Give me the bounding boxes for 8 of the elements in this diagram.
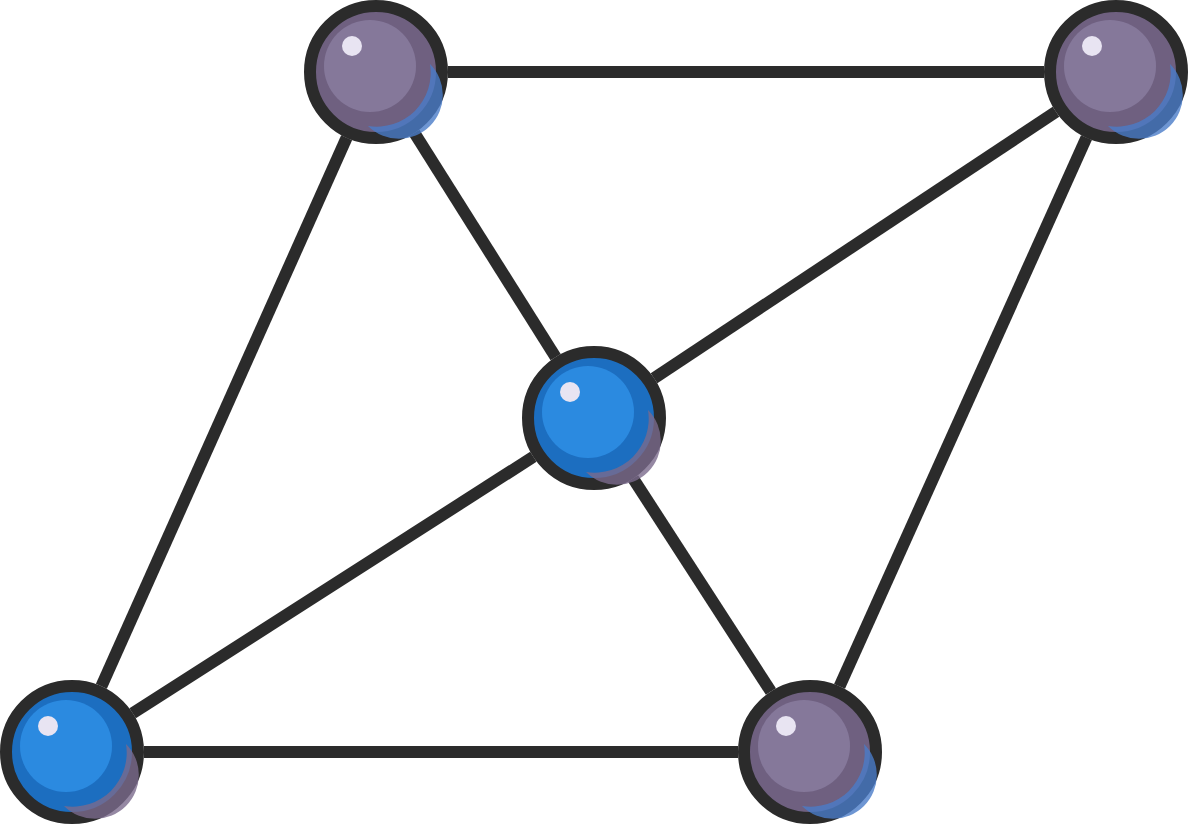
connector-line [448, 66, 1044, 78]
connector-line [129, 451, 537, 719]
connector-line [409, 129, 561, 361]
connector-line [628, 475, 776, 695]
connector-line [144, 746, 738, 758]
connector-line [834, 135, 1092, 689]
connector-line [650, 106, 1060, 384]
connector-line [95, 135, 353, 689]
